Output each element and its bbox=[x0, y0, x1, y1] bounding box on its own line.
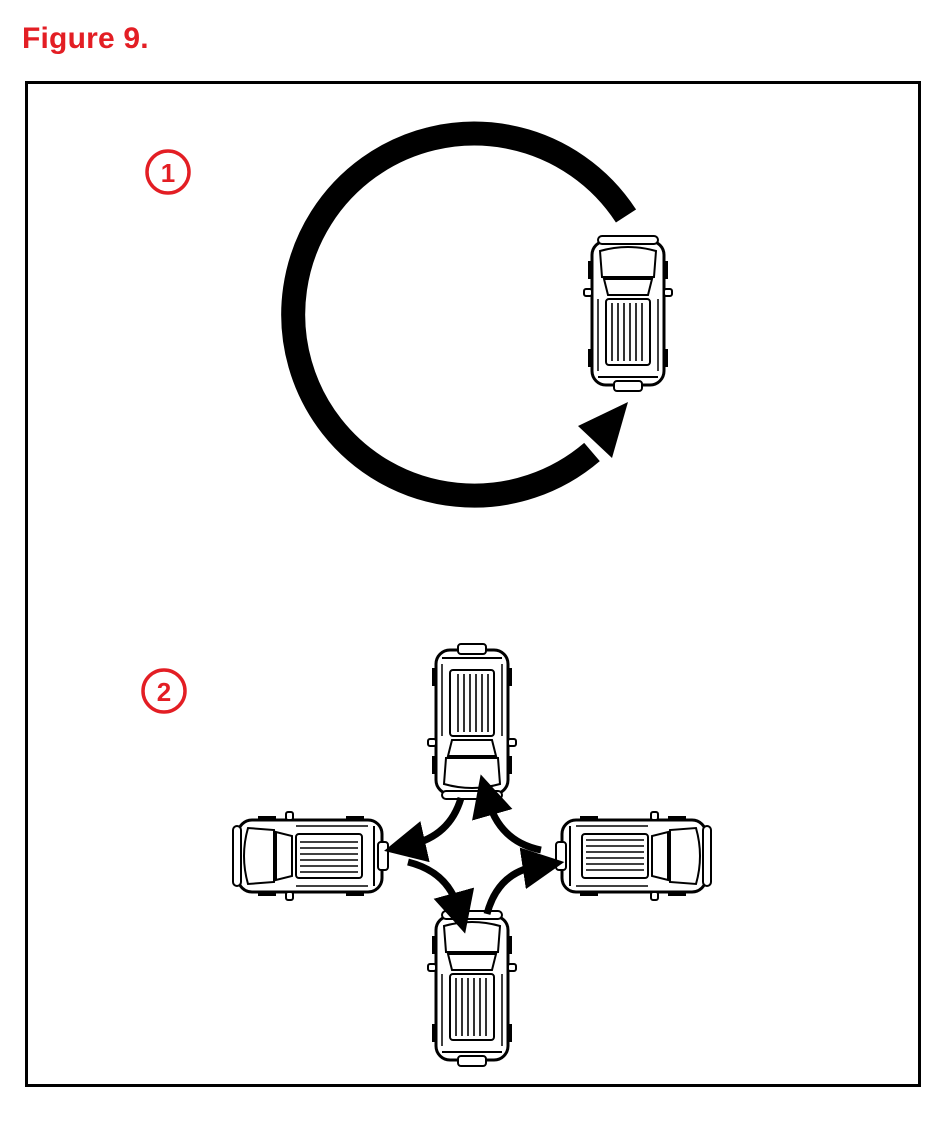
figure-title: Figure 9. bbox=[22, 22, 149, 55]
vehicle-top-icon bbox=[426, 642, 518, 801]
diagram-frame bbox=[25, 81, 921, 1087]
vehicle-left-icon bbox=[231, 810, 390, 902]
circular-turn-arrow-icon bbox=[281, 121, 637, 508]
four-way-turn-arrows-icon bbox=[384, 774, 565, 934]
step-1-badge: 1 bbox=[145, 149, 191, 195]
step-2-number: 2 bbox=[157, 677, 171, 707]
step-2-badge: 2 bbox=[141, 668, 187, 714]
vehicle-bottom-icon bbox=[426, 909, 518, 1068]
vehicle-icon bbox=[582, 234, 674, 393]
vehicle-right-icon bbox=[554, 810, 713, 902]
step-1-number: 1 bbox=[161, 158, 175, 188]
